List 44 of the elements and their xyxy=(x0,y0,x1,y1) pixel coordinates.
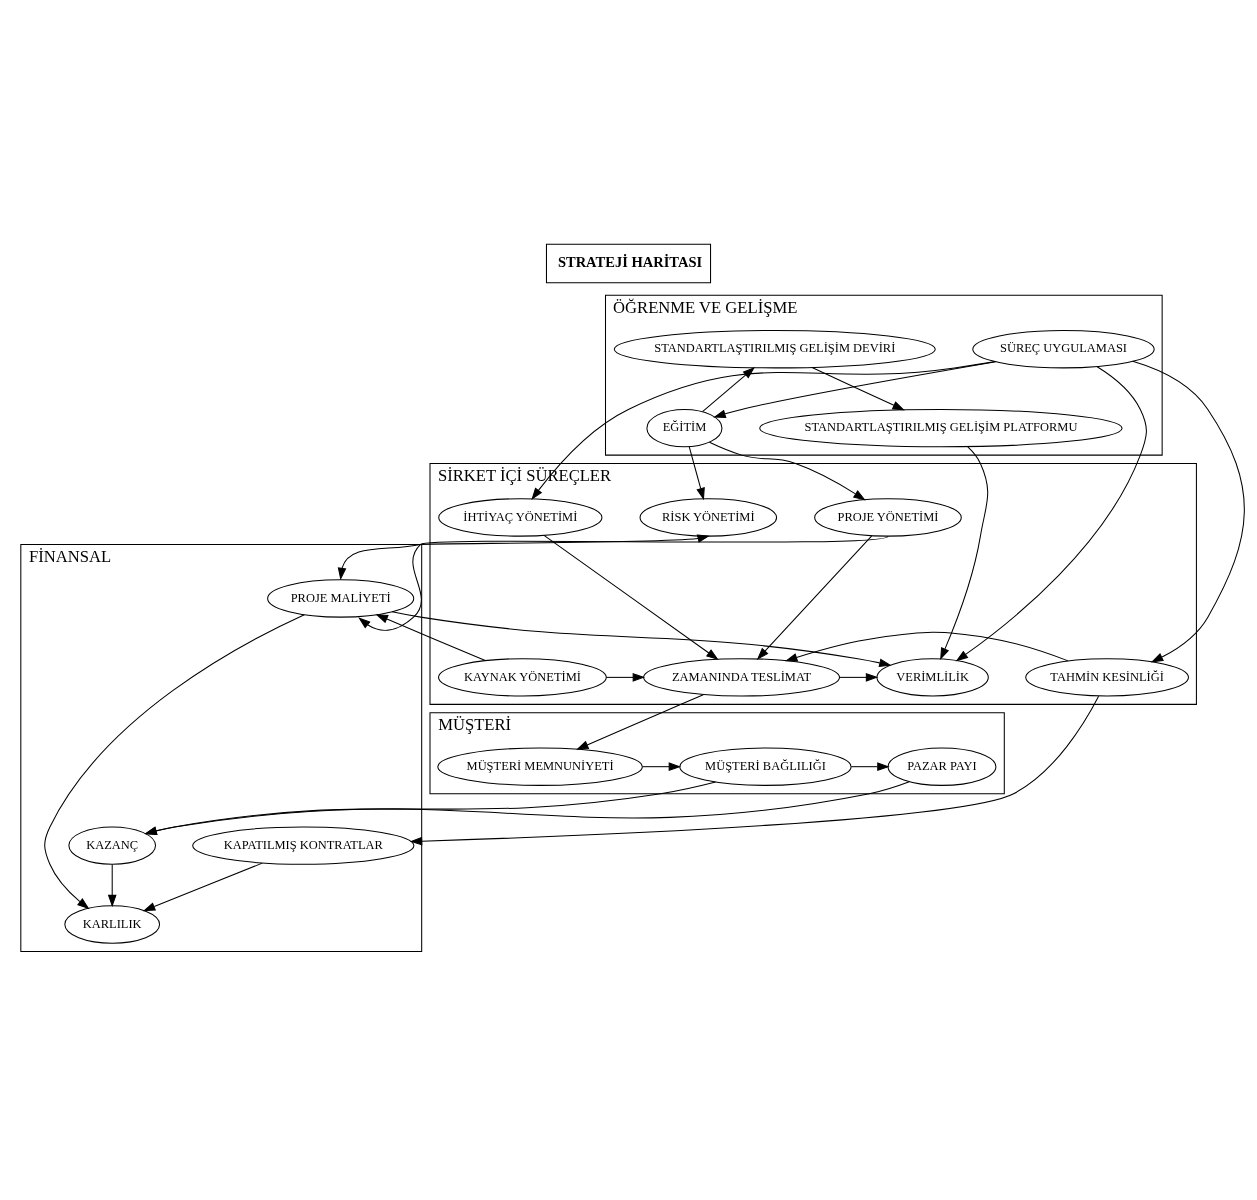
arrow xyxy=(688,446,705,501)
arrow xyxy=(642,762,682,772)
arrow xyxy=(605,673,646,682)
arrow xyxy=(107,863,117,908)
node-ellipse: MÜŞTERİ MEMNUNİYETİ xyxy=(437,747,643,786)
arrow xyxy=(839,673,879,682)
node-ellipse: STANDARTLAŞTIRILMIŞ GELİŞİM PLATFORMU xyxy=(759,408,1123,448)
node-ellipse: İHTİYAÇ YÖNETİMİ xyxy=(438,498,603,537)
node-ellipse: KAYNAK YÖNETİMİ xyxy=(438,658,607,697)
node-ellipse: RİSK YÖNETİMİ xyxy=(639,498,778,537)
arrow xyxy=(144,781,717,836)
arrow xyxy=(756,535,873,660)
arrow xyxy=(850,762,890,772)
arrow xyxy=(337,534,710,581)
node-ellipse: KAPATILMIŞ KONTRATLAR xyxy=(192,826,415,865)
arrow xyxy=(358,535,889,631)
arrow xyxy=(708,441,866,501)
node-ellipse: ZAMANINDA TESLİMAT xyxy=(643,658,841,697)
node-ellipse: PAZAR PAYI xyxy=(887,747,997,786)
arrow xyxy=(144,781,910,835)
arrow xyxy=(713,361,997,419)
arrow xyxy=(1132,360,1245,663)
arrow xyxy=(702,367,755,413)
arrow xyxy=(576,694,704,750)
node-ellipse: TAHMİN KESİNLİĞİ xyxy=(1025,658,1189,697)
diagram-title: STRATEJİ HARİTASI xyxy=(557,253,703,270)
node-ellipse: EĞİTİM xyxy=(646,408,723,448)
node-ellipse: STANDARTLAŞTIRILMIŞ GELİŞİM DEVİRİ xyxy=(613,330,936,369)
arrow xyxy=(531,361,996,501)
arrow xyxy=(784,631,1069,662)
node-ellipse: MÜŞTERİ BAĞLILIĞI xyxy=(679,747,852,786)
arrow xyxy=(955,366,1147,662)
node-ellipse: KARLILIK xyxy=(64,905,161,944)
arrow xyxy=(375,614,486,662)
node-ellipse: PROJE MALİYETİ xyxy=(267,579,415,618)
arrow xyxy=(409,695,1100,846)
node-ellipse: SÜREÇ UYGULAMASI xyxy=(972,330,1155,369)
arrow xyxy=(44,614,305,910)
arrow xyxy=(940,446,989,661)
arrow xyxy=(391,611,892,668)
node-ellipse: PROJE YÖNETİMİ xyxy=(814,498,962,537)
arrow xyxy=(811,366,905,411)
arrow xyxy=(142,862,263,912)
arrow xyxy=(543,534,719,660)
